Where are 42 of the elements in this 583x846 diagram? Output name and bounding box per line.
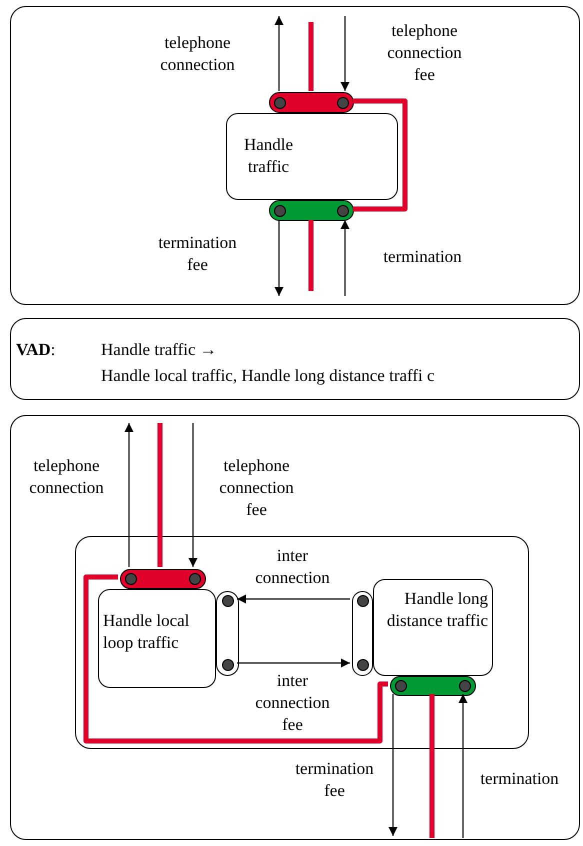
diagram-panel <box>10 415 580 840</box>
arrow <box>124 423 134 567</box>
edge-label: telephone connection fee <box>386 20 463 86</box>
dependency-path <box>308 22 314 91</box>
arrow <box>458 694 468 838</box>
edge-label: telephone connection fee <box>218 455 295 521</box>
interface-bar <box>390 676 476 696</box>
arrow <box>274 16 284 91</box>
dependency-path <box>158 423 162 567</box>
interface-bar <box>269 92 354 113</box>
activity-label: Handle traffic <box>242 134 294 178</box>
edge-label: termination fee <box>157 232 238 276</box>
activity-box <box>10 318 580 400</box>
arrow <box>237 594 350 604</box>
activity-label: Handle long distance traffic <box>386 588 488 632</box>
actor-box <box>75 536 529 749</box>
arrow <box>237 658 350 668</box>
arrow <box>388 694 398 836</box>
note-text: Handle local traffic, Handle long distance traffi c <box>101 365 436 387</box>
dependency-path <box>430 694 434 838</box>
edge-label: inter connection fee <box>254 670 331 736</box>
edge-label: inter connection <box>254 545 331 589</box>
note-text: Handle traffic → <box>101 339 218 361</box>
diagram-panel <box>10 6 580 305</box>
note-text: VAD: <box>16 339 56 361</box>
edge-label: termination <box>479 768 560 790</box>
edge-label: telephone connection <box>28 455 105 499</box>
arrow <box>188 423 198 567</box>
port-bar <box>352 591 373 676</box>
dependency-path <box>353 98 408 212</box>
interface-bar <box>120 569 206 589</box>
activity-label: Handle local loop traffic <box>103 610 190 654</box>
arrow <box>340 220 350 296</box>
interface-bar <box>269 200 354 221</box>
arrow <box>274 220 284 296</box>
edge-label: telephone connection <box>159 32 236 76</box>
dependency-path <box>84 574 388 744</box>
arrow <box>340 16 350 91</box>
edge-label: termination <box>382 246 463 268</box>
edge-label: termination fee <box>294 758 375 802</box>
dependency-path <box>308 220 314 291</box>
port-bar <box>216 591 239 676</box>
